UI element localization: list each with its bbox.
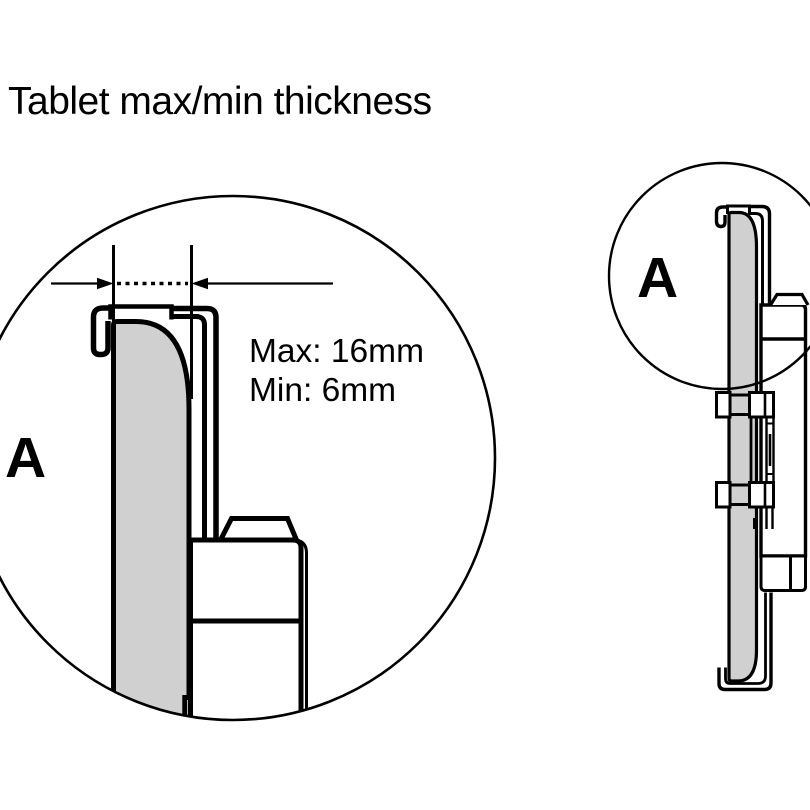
tablet-cross-section bbox=[111, 319, 192, 719]
detail-view-contents bbox=[90, 304, 308, 719]
side-tablet-profile bbox=[727, 210, 759, 683]
side-back-arm-inner bbox=[749, 212, 764, 306]
max-thickness-label: Max: 16mm bbox=[249, 333, 424, 370]
page-title: Tablet max/min thickness bbox=[8, 80, 432, 123]
holder-back-bracket-inner bbox=[171, 314, 207, 542]
thickness-dimension bbox=[51, 245, 333, 399]
detail-view: Max: 16mm Min: 6mm A bbox=[0, 194, 497, 722]
mount-box-side-edge bbox=[299, 539, 308, 719]
side-lower-block bbox=[759, 554, 807, 592]
arrowhead-right bbox=[191, 277, 208, 290]
side-back-arm-outer bbox=[749, 204, 772, 306]
mount-box-tab bbox=[218, 516, 299, 542]
side-callout-circle bbox=[607, 161, 810, 391]
side-mount-box-tab bbox=[769, 292, 810, 306]
holder-top-lip bbox=[108, 304, 174, 320]
side-clip-upper bbox=[715, 391, 775, 419]
holder-top-hook bbox=[90, 305, 173, 358]
side-callout-label: A bbox=[637, 246, 678, 310]
arrowhead-left bbox=[97, 277, 114, 290]
detail-circle bbox=[0, 194, 497, 722]
side-clip-lower bbox=[715, 481, 775, 509]
min-thickness-label: Min: 6mm bbox=[249, 372, 396, 409]
holder-back-bracket-outer bbox=[171, 305, 219, 542]
side-bottom-hook-inner bbox=[724, 592, 767, 685]
detail-callout-label: A bbox=[5, 426, 46, 490]
mount-box bbox=[188, 537, 304, 719]
side-top-hook bbox=[714, 205, 750, 229]
side-view: A bbox=[607, 161, 810, 692]
